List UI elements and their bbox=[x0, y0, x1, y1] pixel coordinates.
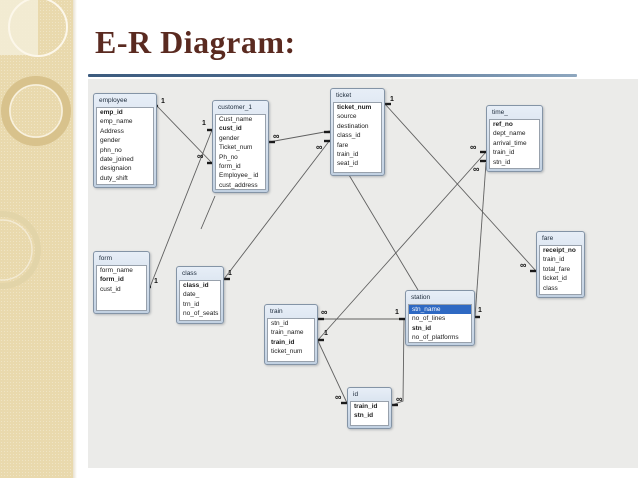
field-list: class_id date_trn_id no_of_seats bbox=[179, 280, 221, 321]
sidebar-shadow bbox=[73, 0, 77, 478]
entity-title: fare bbox=[542, 235, 554, 242]
field-row[interactable]: receipt_no bbox=[543, 247, 576, 254]
field-row[interactable]: stn_id bbox=[493, 158, 511, 166]
slide-title: E-R Diagram: bbox=[95, 24, 296, 60]
field-row[interactable]: seat_id bbox=[337, 160, 358, 168]
field-row[interactable]: emp_id bbox=[100, 109, 123, 116]
field-row[interactable]: train_name bbox=[271, 329, 304, 337]
field-row[interactable]: destination bbox=[337, 122, 369, 130]
field-row[interactable]: no_of_lines bbox=[412, 315, 446, 323]
entity-title: time_ bbox=[492, 109, 508, 116]
field-row[interactable]: ticket_id bbox=[543, 275, 567, 283]
field-row[interactable]: duty_shift bbox=[100, 174, 128, 182]
field-row[interactable]: date_ bbox=[183, 291, 200, 299]
field-row[interactable]: fare bbox=[337, 141, 349, 149]
field-row[interactable]: Ph_no bbox=[219, 153, 238, 161]
field-row[interactable]: no_of_seats bbox=[183, 310, 219, 318]
field-row[interactable]: source bbox=[337, 113, 357, 121]
entity-title: ticket bbox=[336, 92, 352, 99]
field-row[interactable]: phn_no bbox=[100, 146, 122, 154]
field-row[interactable]: stn_id bbox=[412, 324, 432, 332]
field-row[interactable]: trn_id bbox=[183, 300, 200, 308]
entity-title: station bbox=[411, 294, 431, 301]
sidebar-circles-decoration bbox=[0, 0, 71, 289]
field-row[interactable]: cust_id bbox=[219, 125, 242, 133]
field-row[interactable]: date_joined bbox=[100, 155, 134, 163]
entity-title: employee bbox=[99, 97, 128, 104]
field-list: train_id stn_id bbox=[350, 401, 389, 426]
entity-title: form bbox=[99, 255, 112, 262]
entity-title: class bbox=[182, 270, 197, 277]
field-row[interactable]: emp_name bbox=[100, 118, 133, 126]
field-row[interactable]: train_id bbox=[543, 256, 565, 264]
slide-theme-sidebar bbox=[0, 0, 73, 478]
field-row[interactable]: cust_address bbox=[219, 181, 258, 189]
entity-title: customer_1 bbox=[218, 104, 252, 111]
field-row[interactable]: Cust_name bbox=[219, 116, 253, 123]
sidebar-accent-rectangle bbox=[0, 0, 38, 55]
field-row[interactable]: train_id bbox=[271, 338, 295, 346]
entity-title: id bbox=[353, 391, 359, 398]
field-row[interactable]: no_of_platforms bbox=[412, 334, 459, 342]
field-row[interactable]: Address bbox=[100, 127, 124, 135]
field-row[interactable]: ref_no bbox=[493, 121, 513, 128]
field-row[interactable]: arrival_time bbox=[493, 139, 527, 147]
field-row[interactable]: ticket_num bbox=[271, 348, 303, 356]
entity-title: train bbox=[270, 308, 283, 315]
field-row[interactable]: cust_id bbox=[100, 285, 121, 293]
field-row[interactable]: form_id bbox=[219, 162, 241, 170]
field-row[interactable]: Ticket_num bbox=[219, 144, 253, 152]
field-row[interactable]: class_id bbox=[337, 132, 361, 140]
field-row[interactable]: class bbox=[543, 284, 558, 292]
field-row[interactable]: train_id bbox=[337, 150, 359, 158]
title-underline bbox=[88, 74, 577, 77]
entity-table-id[interactable]: id train_id stn_id bbox=[347, 387, 392, 429]
field-row[interactable]: ticket_num bbox=[337, 104, 372, 111]
field-row[interactable]: Employee_ id bbox=[219, 172, 259, 180]
field-row[interactable]: total_fare bbox=[543, 265, 571, 273]
field-row[interactable]: train_id bbox=[354, 403, 378, 410]
field-row[interactable]: dept_name bbox=[493, 130, 526, 138]
field-row[interactable]: train_id bbox=[493, 149, 515, 157]
field-row[interactable]: class_id bbox=[183, 282, 209, 289]
field-row[interactable]: designaion bbox=[100, 165, 132, 173]
field-row-selected[interactable]: stn_name bbox=[409, 305, 471, 315]
field-row[interactable]: stn_id bbox=[271, 320, 289, 327]
field-row[interactable]: form_name bbox=[100, 267, 133, 274]
field-row[interactable]: gender bbox=[219, 134, 240, 142]
entity-table-class[interactable]: class class_id date_trn_id no_of_seats bbox=[176, 266, 224, 324]
field-row[interactable]: gender bbox=[100, 137, 121, 145]
field-row[interactable]: form_id bbox=[100, 276, 124, 284]
field-row[interactable]: stn_id bbox=[354, 412, 374, 420]
